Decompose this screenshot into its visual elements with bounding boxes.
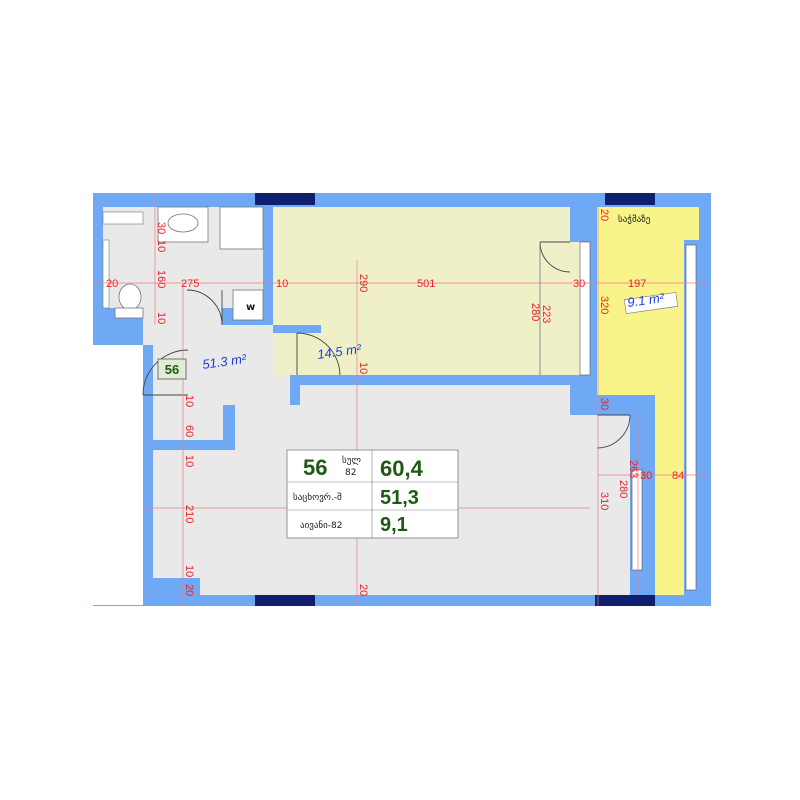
wall-corridor-top — [597, 395, 630, 415]
dim-30d: 30 — [640, 470, 652, 482]
dim-160: 160 — [155, 270, 167, 288]
living-area: 51.3 m² — [201, 351, 247, 372]
fixtures — [102, 206, 264, 321]
dim-10b: 10 — [155, 312, 167, 324]
wall-left — [143, 345, 153, 595]
toilet-icon — [118, 283, 142, 311]
dim-210: 210 — [183, 505, 195, 523]
wall-bottom-left — [153, 578, 200, 595]
bedroom-floor — [273, 207, 589, 375]
accent-top-1 — [255, 193, 315, 205]
total-sub: 82 — [345, 468, 356, 478]
dim-10g: 10 — [183, 565, 195, 577]
dim-263: 263 — [627, 460, 639, 478]
balcony-area: 9.1 m² — [626, 290, 665, 310]
wall-bed-stub — [290, 375, 300, 405]
dim-20d: 20 — [357, 584, 369, 596]
balcony-value: 9,1 — [380, 514, 408, 536]
dim-223: 223 — [540, 305, 552, 323]
dim-10a: 10 — [155, 240, 167, 252]
window-bed — [579, 241, 591, 376]
dim-20b: 20 — [598, 209, 610, 221]
washer-label: w — [246, 302, 255, 313]
dimension-lines — [93, 193, 710, 606]
area-labels: 56 51.3 m² 14.5 m² 9.1 m² საჭმაზე w — [157, 214, 679, 380]
dim-501: 501 — [417, 278, 435, 290]
apartment-tag-number: 56 — [165, 362, 179, 377]
outside-left — [93, 345, 143, 605]
door-entry — [142, 349, 189, 396]
washer-icon — [232, 289, 264, 321]
wall-notch — [93, 325, 143, 345]
total-value: 60,4 — [380, 456, 424, 481]
dim-20a: 20 — [106, 278, 118, 290]
summary-table: 56 სულ 82 60,4 საცხოვრ.-შ 51,3 აივანი-82… — [286, 449, 459, 539]
closet-bottom — [153, 440, 235, 450]
balcony-row-label: აივანი-82 — [300, 520, 342, 531]
dim-197: 197 — [628, 278, 646, 290]
balcony-label: საჭმაზე — [618, 214, 651, 225]
dim-10c: 10 — [276, 278, 288, 290]
dim-310: 310 — [598, 492, 610, 510]
dim-10e: 10 — [183, 395, 195, 407]
shower-icon — [219, 206, 264, 250]
dim-10d: 10 — [357, 362, 369, 374]
living-label: საცხოვრ.-შ — [293, 492, 342, 503]
door-balcony — [539, 241, 571, 273]
accent-bottom-2 — [595, 595, 655, 606]
summary-number: 56 — [303, 455, 327, 480]
dim-10f: 10 — [183, 455, 195, 467]
window-balcony — [685, 244, 697, 591]
dim-30c: 30 — [598, 398, 610, 410]
living-value: 51,3 — [380, 487, 419, 509]
accent-bottom-1 — [255, 595, 315, 606]
accent-top-2 — [605, 193, 655, 205]
wall-bed-bottom — [290, 375, 590, 385]
dim-280b: 280 — [617, 480, 629, 498]
toilet-tank-icon — [114, 307, 144, 319]
basin-icon — [167, 213, 199, 233]
bedroom-area: 14.5 m² — [316, 341, 362, 362]
doors — [142, 241, 631, 449]
dim-275: 275 — [181, 278, 199, 290]
dim-30b: 30 — [573, 278, 585, 290]
door-bath — [186, 289, 223, 326]
wall-bed-right-top — [570, 207, 597, 242]
dim-20c: 20 — [183, 584, 195, 596]
door-bedroom — [296, 332, 341, 376]
window-corridor — [631, 469, 643, 571]
shelf-icon — [102, 211, 144, 225]
summary-box — [286, 449, 459, 539]
wall-bed-left — [273, 325, 321, 333]
dim-30a: 30 — [155, 222, 167, 234]
dim-320: 320 — [598, 296, 610, 314]
door-corridor — [596, 414, 631, 449]
apartment-tag — [157, 358, 187, 380]
total-label: სულ — [342, 455, 361, 466]
dim-60: 60 — [183, 425, 195, 437]
dim-290: 290 — [357, 274, 369, 292]
pipe-icon — [102, 239, 110, 309]
dim-280a: 280 — [529, 303, 541, 321]
inner-walls — [93, 207, 710, 606]
wall-bath-bed — [263, 207, 273, 325]
wall-bed-right-bottom — [570, 375, 597, 415]
dim-84: 84 — [672, 470, 684, 482]
dark-accents — [255, 193, 655, 606]
balcony-area-box — [623, 292, 679, 314]
